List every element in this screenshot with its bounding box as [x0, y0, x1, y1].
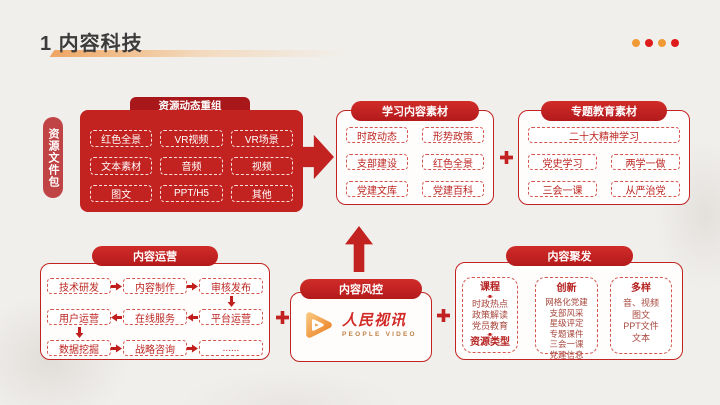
people-video-logo: 人民视讯 PEOPLE VIDEO [303, 309, 417, 341]
dist-item: 党员教育 [471, 321, 508, 331]
dist-item: 文本 [631, 332, 650, 343]
learning-item: 党建百科 [422, 181, 484, 197]
logo-text-cn: 人民视讯 [342, 311, 407, 329]
special-education-box: 二十大精神学习 党史学习 两学一做 三会一课 从严治党 [518, 110, 690, 205]
operation-item: 战略咨询 [123, 340, 187, 356]
operation-item: 用户运营 [47, 309, 111, 325]
dist-item: 星级评定 [549, 318, 584, 328]
learning-item: 红色全景 [422, 154, 484, 170]
learning-box: 时政动态 形势政策 支部建设 红色全景 党建文库 党建百科 [336, 110, 494, 205]
dot-icon [671, 39, 679, 47]
learning-item: 支部建设 [346, 154, 408, 170]
dist-item: 专题课件 [549, 328, 584, 339]
dist-item: 时政热点 [471, 299, 508, 309]
dist-column-header: 创新 [556, 283, 577, 294]
dot-icon [632, 39, 640, 47]
arrow-left-icon [111, 313, 122, 322]
resource-item: 视频 [230, 157, 293, 175]
special-item: 两学一做 [611, 154, 680, 170]
logo-triangle-icon [306, 312, 332, 338]
plus-icon [276, 311, 289, 324]
watercolor-texture [180, 370, 400, 405]
arrow-down-icon [75, 327, 84, 338]
dist-column-header: 课程 [480, 282, 500, 293]
resource-item: 图文 [90, 184, 153, 202]
arrow-down-icon [486, 333, 494, 336]
operation-item: ...... [199, 340, 263, 356]
operation-item: 平台运营 [199, 309, 263, 325]
resource-item: PPT/H5 [160, 184, 223, 202]
resource-reorg-title: 资源动态重组 [130, 97, 250, 113]
arrow-right-icon [111, 344, 122, 353]
dist-column-footer: 资源类型 [470, 337, 510, 348]
special-item: 从严治党 [611, 181, 680, 197]
operation-item: 技术研发 [47, 278, 111, 294]
plus-icon [437, 309, 450, 322]
resource-package-label: 资源文件包 [43, 117, 63, 198]
dist-column-variety: 多样 音、视频 图文 PPT文件 文本 [610, 277, 672, 354]
arrow-right-icon [187, 344, 198, 353]
arrow-down-icon [486, 295, 494, 298]
special-item: 二十大精神学习 [528, 127, 680, 143]
operation-item: 在线服务 [123, 309, 187, 325]
dist-item: 三会一课 [549, 339, 584, 349]
special-education-title: 专题教育素材 [541, 101, 667, 121]
operation-item: 数据挖掘 [47, 340, 111, 356]
flow-arrow-up-icon [345, 226, 373, 272]
dist-column-course: 课程 时政热点 政策解读 党员教育 资源类型 [462, 277, 518, 353]
dot-icon [645, 39, 653, 47]
dot-icon [658, 39, 666, 47]
dist-item: 音、视频 [622, 298, 659, 308]
content-operation-title: 内容运营 [92, 246, 218, 266]
resource-reorg-box: 红色全景 VR视频 VR场景 文本素材 音频 视频 图文 PPT/H5 其他 [80, 110, 303, 212]
learning-item: 党建文库 [346, 181, 408, 197]
arrow-down-icon [227, 296, 236, 307]
content-risk-title: 内容风控 [300, 279, 422, 299]
decorative-dots [632, 39, 679, 47]
learning-title: 学习内容素材 [351, 101, 479, 121]
resource-item: 音频 [160, 157, 223, 175]
operation-item: 内容制作 [123, 278, 187, 294]
resource-item: 文本素材 [90, 157, 153, 175]
arrow-right-icon [111, 282, 122, 291]
dist-column-header: 多样 [631, 283, 651, 294]
dist-column-innovation: 创新 网格化党建 支部风采 星级评定 专题课件 三会一课 党建信息 [535, 277, 598, 360]
dist-item: 支部风采 [549, 307, 584, 318]
content-operation-box: 技术研发 内容制作 审核发布 用户运营 在线服务 平台运营 数据挖掘 战略咨询 … [40, 263, 270, 360]
dist-item: 网格化党建 [545, 297, 588, 307]
operation-item: 审核发布 [199, 278, 263, 294]
page-title: 1 内容科技 [40, 33, 143, 55]
arrow-right-icon [187, 282, 198, 291]
resource-item: 红色全景 [90, 130, 153, 148]
logo-text-en: PEOPLE VIDEO [342, 330, 417, 338]
content-distribution-title: 内容聚发 [506, 246, 633, 266]
dist-item: PPT文件 [623, 321, 659, 331]
dist-item: 党建信息 [549, 349, 584, 360]
dist-item: 政策解读 [471, 310, 508, 320]
resource-item: VR场景 [230, 130, 293, 148]
plus-icon [500, 151, 513, 164]
resource-item: VR视频 [160, 130, 223, 148]
special-item: 三会一课 [528, 181, 597, 197]
special-item: 党史学习 [528, 154, 597, 170]
arrow-left-icon [187, 313, 198, 322]
resource-item: 其他 [230, 184, 293, 202]
learning-item: 形势政策 [422, 127, 484, 143]
learning-item: 时政动态 [346, 127, 408, 143]
dist-item: 图文 [631, 309, 650, 320]
